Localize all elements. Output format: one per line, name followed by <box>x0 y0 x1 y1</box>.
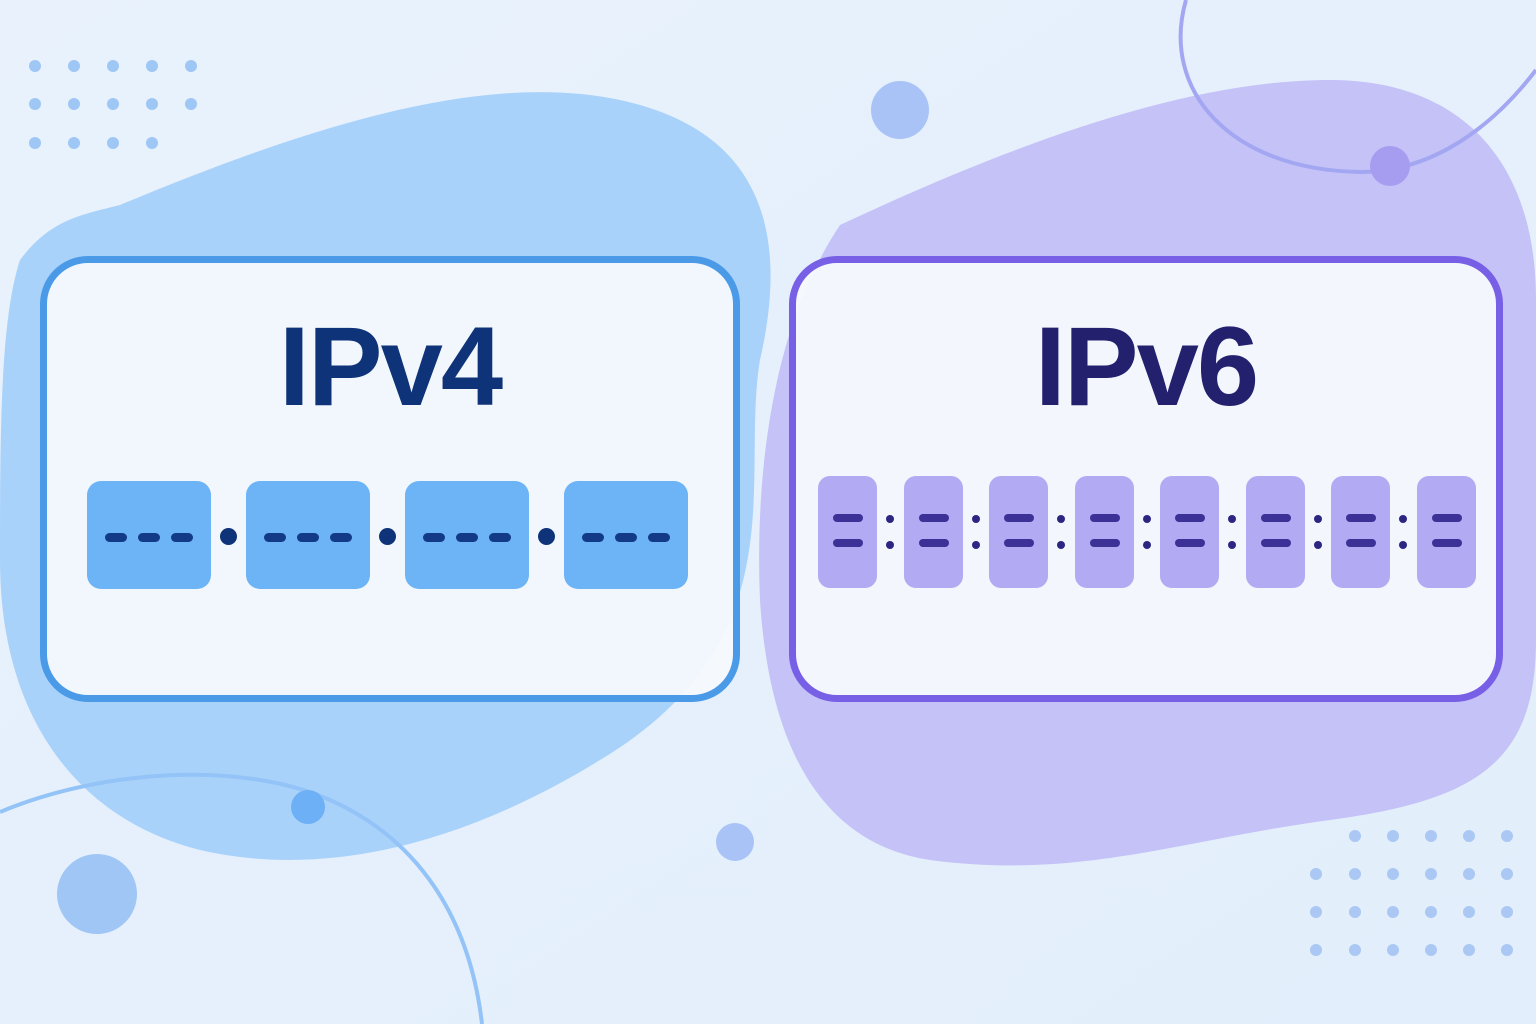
ipv6-hextet <box>903 476 963 588</box>
ipv6-card: IPv6 <box>789 256 1503 702</box>
ipv6-hextet <box>1331 476 1390 588</box>
ipv6-placeholder-bar <box>1004 514 1034 522</box>
ipv6-placeholder-bar <box>1175 514 1205 522</box>
ipv6-colon-separator <box>1313 541 1322 549</box>
ipv6-hextet <box>989 476 1048 588</box>
ipv6-placeholder-bar <box>918 539 949 547</box>
circle-bottom-left <box>57 854 137 934</box>
ipv4-placeholder-dash <box>138 533 160 542</box>
ipv6-placeholder-bar <box>1431 539 1462 547</box>
ipv6-hextet <box>1416 476 1476 588</box>
ipv6-hextet <box>1245 476 1305 588</box>
arc-top-right <box>1178 0 1536 175</box>
ipv6-colon-separator <box>1228 541 1236 549</box>
ipv4-placeholder-dash <box>264 533 286 542</box>
ipv4-placeholder-dash <box>423 533 445 542</box>
ipv6-placeholder-bar <box>1089 539 1120 547</box>
ipv4-placeholder-dash <box>297 533 319 542</box>
ipv4-dot-separator <box>379 528 396 545</box>
ipv6-hextet <box>1074 476 1134 588</box>
ipv4-placeholder-dash <box>489 533 511 542</box>
ipv6-colon-separator <box>1057 515 1065 523</box>
ipv6-colon-separator <box>1313 515 1322 523</box>
ipv4-octet <box>87 481 211 589</box>
ipv6-placeholder-bar <box>1260 539 1291 547</box>
ipv6-colon-separator <box>1399 541 1407 549</box>
ipv6-placeholder-bar <box>1431 514 1462 522</box>
ipv4-dot-separator <box>220 528 237 545</box>
ipv6-colon-separator <box>971 515 980 523</box>
ipv6-placeholder-bar <box>833 539 863 547</box>
ipv6-colon-separator <box>886 515 894 523</box>
ipv6-placeholder-bar <box>1089 514 1120 522</box>
ipv4-placeholder-dash <box>582 533 604 542</box>
ipv6-colon-separator <box>1057 541 1065 549</box>
ipv4-dot-separator <box>538 528 555 545</box>
ipv4-octet <box>564 481 688 589</box>
ipv4-placeholder-dash <box>105 533 127 542</box>
ipv4-placeholder-dash <box>171 533 193 542</box>
circle-bottom-center <box>716 823 754 861</box>
ipv4-placeholder-dash <box>456 533 478 542</box>
ipv6-placeholder-bar <box>918 514 949 522</box>
ipv6-placeholder-bar <box>1346 514 1376 522</box>
ipv6-placeholder-bar <box>1260 514 1291 522</box>
ipv6-placeholder-bar <box>1346 539 1376 547</box>
ipv4-octet <box>246 481 370 589</box>
ipv6-placeholder-bar <box>1175 539 1205 547</box>
ipv6-placeholder-bar <box>1004 539 1034 547</box>
ipv6-colon-separator <box>886 541 894 549</box>
dot-grid-bottom-right <box>1310 830 1513 956</box>
ipv6-colon-separator <box>1142 515 1151 523</box>
ipv4-placeholder-dash <box>648 533 670 542</box>
ipv6-placeholder-bar <box>833 514 863 522</box>
arc-bottom-left <box>0 772 484 1024</box>
ipv4-card: IPv4 <box>40 256 740 702</box>
ipv6-title: IPv6 <box>1034 304 1259 429</box>
ipv4-placeholder-dash <box>615 533 637 542</box>
ipv6-colon-separator <box>1399 515 1407 523</box>
arc-node-bottom-left <box>291 790 325 824</box>
ipv4-title: IPv4 <box>278 304 503 429</box>
ipv4-octet <box>405 481 529 589</box>
ipv6-hextet <box>1160 476 1219 588</box>
ipv6-hextet <box>818 476 877 588</box>
ipv6-colon-separator <box>1228 515 1236 523</box>
dot-grid-top-left <box>29 60 197 149</box>
arc-node-top-right <box>1370 146 1410 186</box>
ipv6-colon-separator <box>1142 541 1151 549</box>
ipv4-placeholder-dash <box>330 533 352 542</box>
ipv6-colon-separator <box>971 541 980 549</box>
circle-top-center <box>871 81 929 139</box>
